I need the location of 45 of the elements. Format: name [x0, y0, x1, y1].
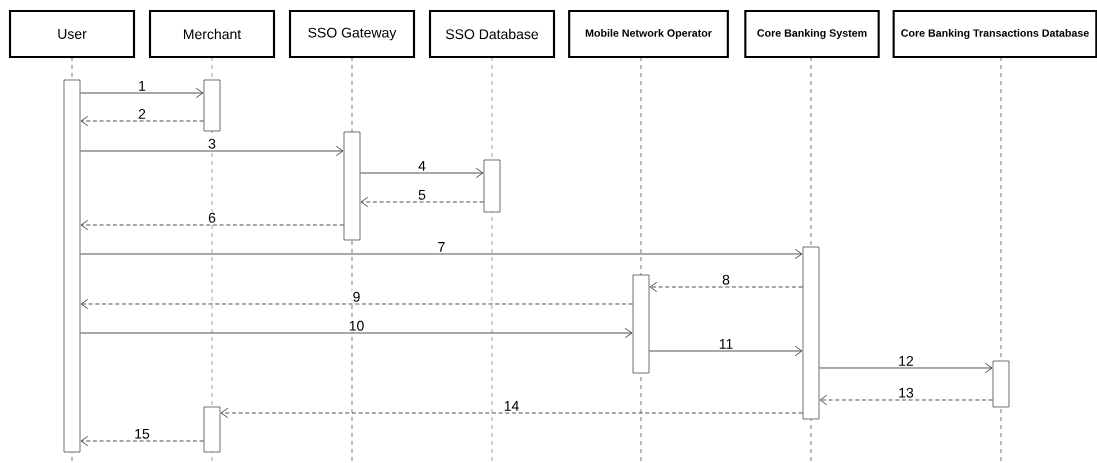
message-arrow — [649, 281, 803, 293]
message-arrow — [649, 345, 803, 357]
activation-bar — [203, 406, 221, 453]
lifeline-box: Mobile Network Operator — [568, 9, 729, 59]
edge-label: 15 — [135, 428, 150, 439]
lifeline-box: SSO Database — [428, 9, 556, 59]
activation-bar — [203, 79, 221, 132]
edge-label: 10 — [349, 320, 364, 331]
edge-label: 1 — [139, 81, 146, 91]
edge-label: 14 — [504, 401, 519, 411]
activation-bar — [992, 360, 1010, 408]
edge-label: 13 — [899, 387, 914, 398]
activation-bar — [483, 159, 501, 213]
message-arrow — [360, 196, 484, 208]
activation-bar — [343, 131, 361, 241]
message-arrow — [80, 115, 204, 127]
message-arrow — [80, 248, 803, 260]
edge-label: 2 — [138, 108, 146, 119]
edge-label: 4 — [418, 161, 426, 171]
message-arrow — [80, 298, 633, 310]
message-arrow — [220, 407, 803, 419]
message-arrow — [80, 327, 633, 339]
message-arrow — [80, 435, 204, 447]
edge-label: 9 — [353, 291, 360, 302]
edge-label: 12 — [899, 355, 914, 366]
edge-label: 8 — [722, 274, 730, 285]
edge-label: 7 — [438, 242, 445, 252]
edge-label: 5 — [418, 189, 426, 200]
activation-bar — [63, 79, 81, 453]
edge-label: 11 — [719, 339, 733, 349]
lifeline-box: SSO Gateway — [288, 9, 416, 59]
lifeline-box: Core Banking Transactions Database — [892, 9, 1097, 59]
message-arrow — [360, 167, 484, 179]
lifeline-box: User — [8, 9, 136, 59]
message-arrow — [80, 219, 344, 231]
edge-label: 3 — [208, 138, 216, 149]
activation-bar — [632, 274, 650, 374]
lifeline-box: Merchant — [148, 9, 276, 59]
message-arrow — [80, 87, 204, 99]
message-arrow — [80, 145, 344, 157]
activation-bar — [802, 246, 820, 420]
edge-label: 6 — [208, 212, 216, 223]
message-arrow — [819, 362, 993, 374]
message-arrow — [819, 394, 993, 406]
lifeline-box: Core Banking System — [744, 9, 880, 59]
